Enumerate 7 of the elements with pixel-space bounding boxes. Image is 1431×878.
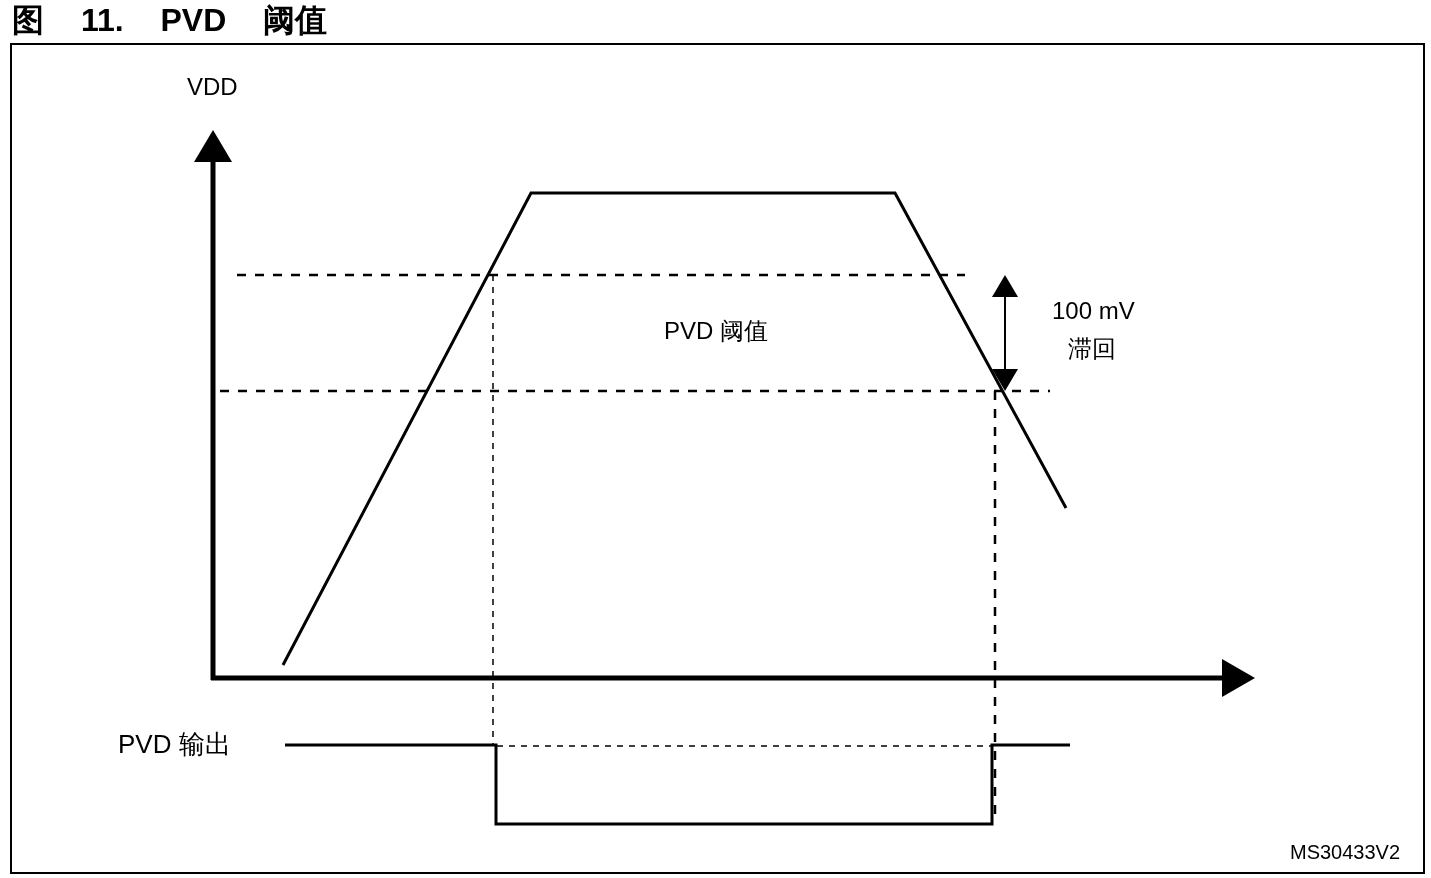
signal-label: PVD 输出 bbox=[118, 730, 231, 759]
axis-label: VDD bbox=[187, 74, 238, 101]
threshold-label: PVD 阈值 bbox=[664, 318, 768, 345]
hysteresis-value: 100 mV bbox=[1052, 298, 1135, 325]
figure-title: 图 11. PVD 阈值 bbox=[12, 3, 328, 39]
figure-code: MS30433V2 bbox=[1290, 841, 1401, 863]
hysteresis-label: 滞回 bbox=[1068, 336, 1116, 363]
